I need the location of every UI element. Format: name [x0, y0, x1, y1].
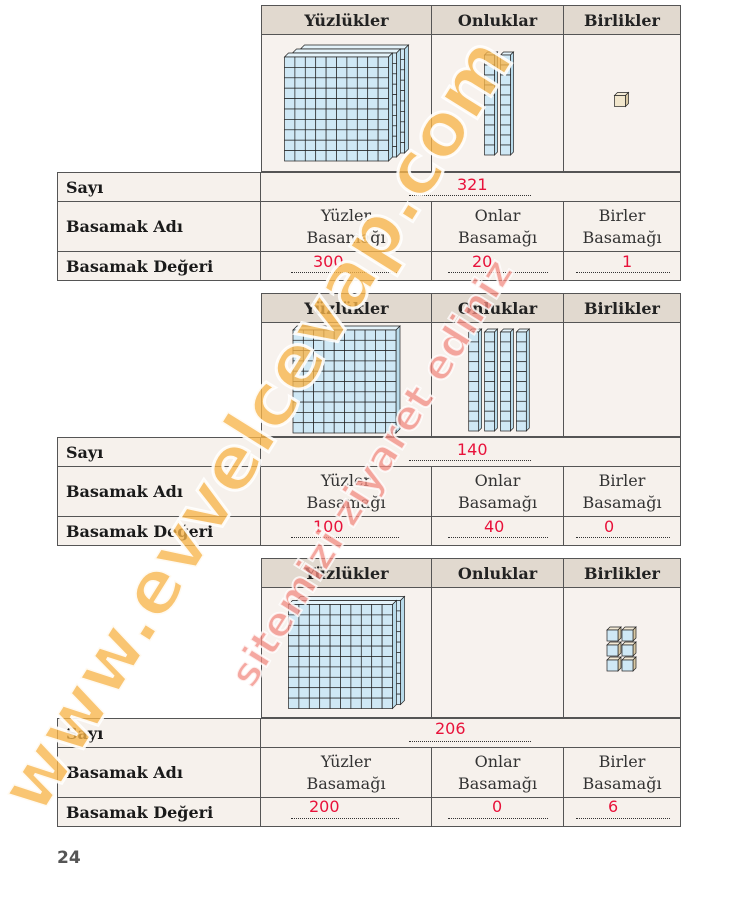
ones-blocks-icon [606, 626, 637, 672]
hundreds-blocks-cell [261, 35, 432, 172]
table-2: Yüzlükler Onluklar Birlikler Sayı 140 Ba… [57, 293, 681, 546]
number-cell: 321 [261, 172, 681, 202]
header-row: Yüzlükler Onluklar Birlikler [261, 293, 681, 323]
ones-blocks-icon [613, 91, 630, 108]
label-basamak-adi: Basamak Adı [57, 467, 261, 517]
value-hundreds: 300 [261, 252, 432, 281]
page-number: 24 [57, 848, 81, 868]
number-cell: 140 [261, 437, 681, 467]
tens-blocks-icon [432, 588, 563, 717]
table-1: Yüzlükler Onluklar Birlikler Sayı 321 Ba… [57, 5, 681, 281]
value-ones: 6 [564, 797, 681, 827]
label-basamak-adi: Basamak Adı [57, 202, 261, 252]
tens-blocks-cell [432, 588, 564, 718]
hundreds-blocks-icon [287, 595, 406, 710]
header-tens: Onluklar [432, 293, 564, 323]
label-sayi: Sayı [57, 718, 261, 748]
header-hundreds: Yüzlükler [261, 293, 432, 323]
label-sayi: Sayı [57, 172, 261, 202]
blocks-row [261, 588, 681, 718]
tens-blocks-cell [432, 35, 564, 172]
label-sayi: Sayı [57, 437, 261, 467]
tens-blocks-cell [432, 323, 564, 437]
label-basamak-degeri: Basamak Değeri [57, 798, 261, 827]
value-ones: 1 [564, 252, 681, 281]
ones-blocks-cell [564, 323, 681, 437]
label-basamak-degeri: Basamak Değeri [57, 252, 261, 281]
tens-blocks-icon [483, 51, 515, 156]
ones-blocks-cell [564, 588, 681, 718]
hundreds-blocks-cell [261, 588, 432, 718]
ones-blocks-icon [564, 323, 680, 436]
number-answer: 140 [457, 440, 488, 459]
number-answer: 321 [457, 175, 488, 194]
value-tens: 0 [432, 797, 564, 827]
hundreds-blocks-icon [283, 44, 410, 162]
header-row: Yüzlükler Onluklar Birlikler [261, 5, 681, 35]
header-hundreds: Yüzlükler [261, 5, 432, 35]
tens-blocks-icon [467, 328, 531, 432]
header-ones: Birlikler [564, 5, 681, 35]
label-basamak-degeri: Basamak Değeri [57, 517, 261, 546]
value-hundreds: 200 [261, 797, 432, 827]
value-hundreds: 100 [261, 517, 432, 546]
ones-blocks-cell [564, 35, 681, 172]
blocks-row [261, 323, 681, 437]
blocks-row [261, 35, 681, 172]
header-row: Yüzlükler Onluklar Birlikler [261, 558, 681, 588]
header-hundreds: Yüzlükler [261, 558, 432, 588]
value-ones: 0 [564, 517, 681, 546]
value-tens: 40 [432, 517, 564, 546]
header-ones: Birlikler [564, 293, 681, 323]
table-3: Yüzlükler Onluklar Birlikler Sayı 206 Ba… [57, 558, 681, 828]
hundreds-blocks-icon [292, 325, 401, 434]
hundreds-blocks-cell [261, 323, 432, 437]
number-cell: 206 [261, 718, 681, 748]
value-tens: 20 [432, 252, 564, 281]
label-basamak-adi: Basamak Adı [57, 748, 261, 798]
header-tens: Onluklar [432, 558, 564, 588]
number-answer: 206 [435, 719, 466, 738]
header-ones: Birlikler [564, 558, 681, 588]
header-tens: Onluklar [432, 5, 564, 35]
